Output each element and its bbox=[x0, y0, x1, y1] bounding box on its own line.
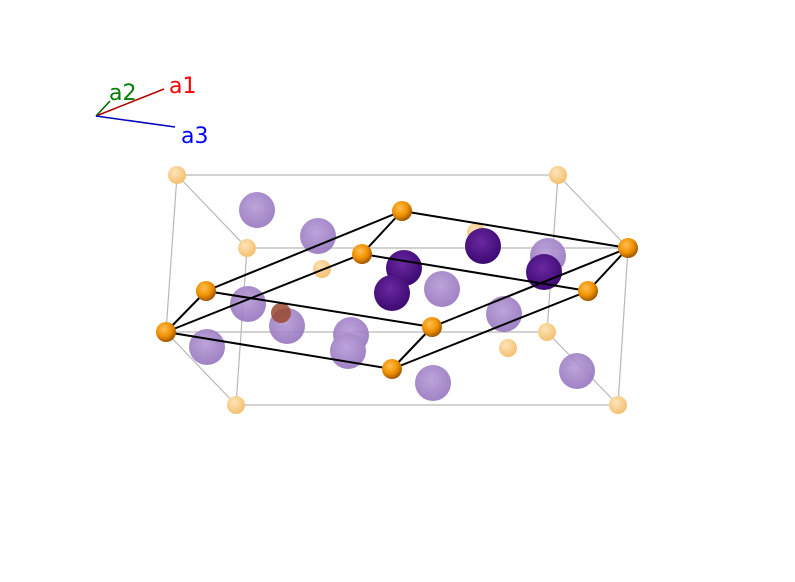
a3-axis-line bbox=[95, 115, 176, 128]
dark-purple-atoms bbox=[374, 228, 562, 311]
primitive-cell-bonds bbox=[165, 210, 629, 370]
a2-axis-line bbox=[95, 100, 111, 117]
orange-atoms bbox=[156, 201, 638, 379]
a1-axis-line bbox=[95, 88, 165, 117]
a3-label: a3 bbox=[181, 124, 208, 149]
a2-label: a2 bbox=[109, 81, 136, 106]
axis-indicator: a1 a2 a3 bbox=[95, 74, 208, 149]
a1-label: a1 bbox=[169, 74, 196, 99]
hidden-orange-atom bbox=[271, 303, 291, 323]
light-purple-atoms bbox=[189, 192, 595, 401]
